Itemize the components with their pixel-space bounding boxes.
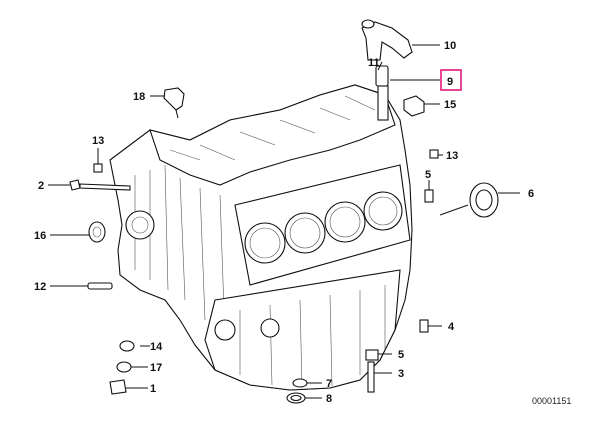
callout-1[interactable]: 1	[150, 383, 156, 395]
part-plug-13-right	[429, 149, 439, 159]
leader-lines	[48, 44, 520, 399]
callout-15[interactable]: 15	[444, 99, 456, 111]
callout-16[interactable]: 16	[34, 230, 46, 242]
part-fitting-18	[163, 87, 185, 119]
part-sleeve	[375, 65, 389, 87]
callout-10[interactable]: 10	[444, 40, 456, 52]
callout-6[interactable]: 6	[528, 188, 534, 200]
callout-13-left[interactable]: 13	[92, 135, 104, 147]
callout-3[interactable]: 3	[398, 368, 404, 380]
callout-9[interactable]: 9	[447, 76, 453, 88]
callout-5-top[interactable]: 5	[425, 169, 431, 181]
part-dowel-12	[87, 282, 113, 290]
part-screw-4	[419, 319, 429, 333]
diagram-reference-number: 00001151	[532, 396, 571, 406]
part-plug-13-left	[93, 163, 103, 173]
callout-8[interactable]: 8	[326, 393, 332, 405]
part-plug-1	[109, 379, 127, 395]
part-sleeve-5-top	[424, 189, 434, 203]
part-pipe	[377, 85, 389, 121]
part-ring-8	[286, 392, 306, 404]
part-plug-14	[119, 340, 135, 352]
callout-labels: 10 11 9 15 18 13 13 2 5 6 16 12 4 14 5 1…	[34, 40, 534, 405]
part-plug-15	[403, 95, 425, 117]
callout-12[interactable]: 12	[34, 281, 46, 293]
part-plug-17	[116, 361, 132, 373]
callout-14[interactable]: 14	[150, 341, 163, 353]
callout-9-highlight-box	[440, 69, 462, 91]
callout-11[interactable]: 11	[368, 57, 380, 69]
part-seal-6	[469, 182, 499, 218]
callout-17[interactable]: 17	[150, 362, 162, 374]
part-sleeve-5-bottom	[365, 349, 379, 361]
callout-2[interactable]: 2	[38, 180, 44, 192]
part-elbow-hose	[361, 19, 413, 61]
part-seal-16	[88, 221, 106, 243]
engine-block	[109, 84, 413, 391]
part-ring-7	[292, 378, 308, 388]
callout-4[interactable]: 4	[448, 321, 455, 333]
callout-18[interactable]: 18	[133, 91, 145, 103]
part-bolt-2	[69, 179, 131, 191]
callout-13-right[interactable]: 13	[446, 150, 458, 162]
callout-5-bottom[interactable]: 5	[398, 349, 404, 361]
part-bolt-3	[367, 361, 375, 393]
callout-7[interactable]: 7	[326, 378, 332, 390]
